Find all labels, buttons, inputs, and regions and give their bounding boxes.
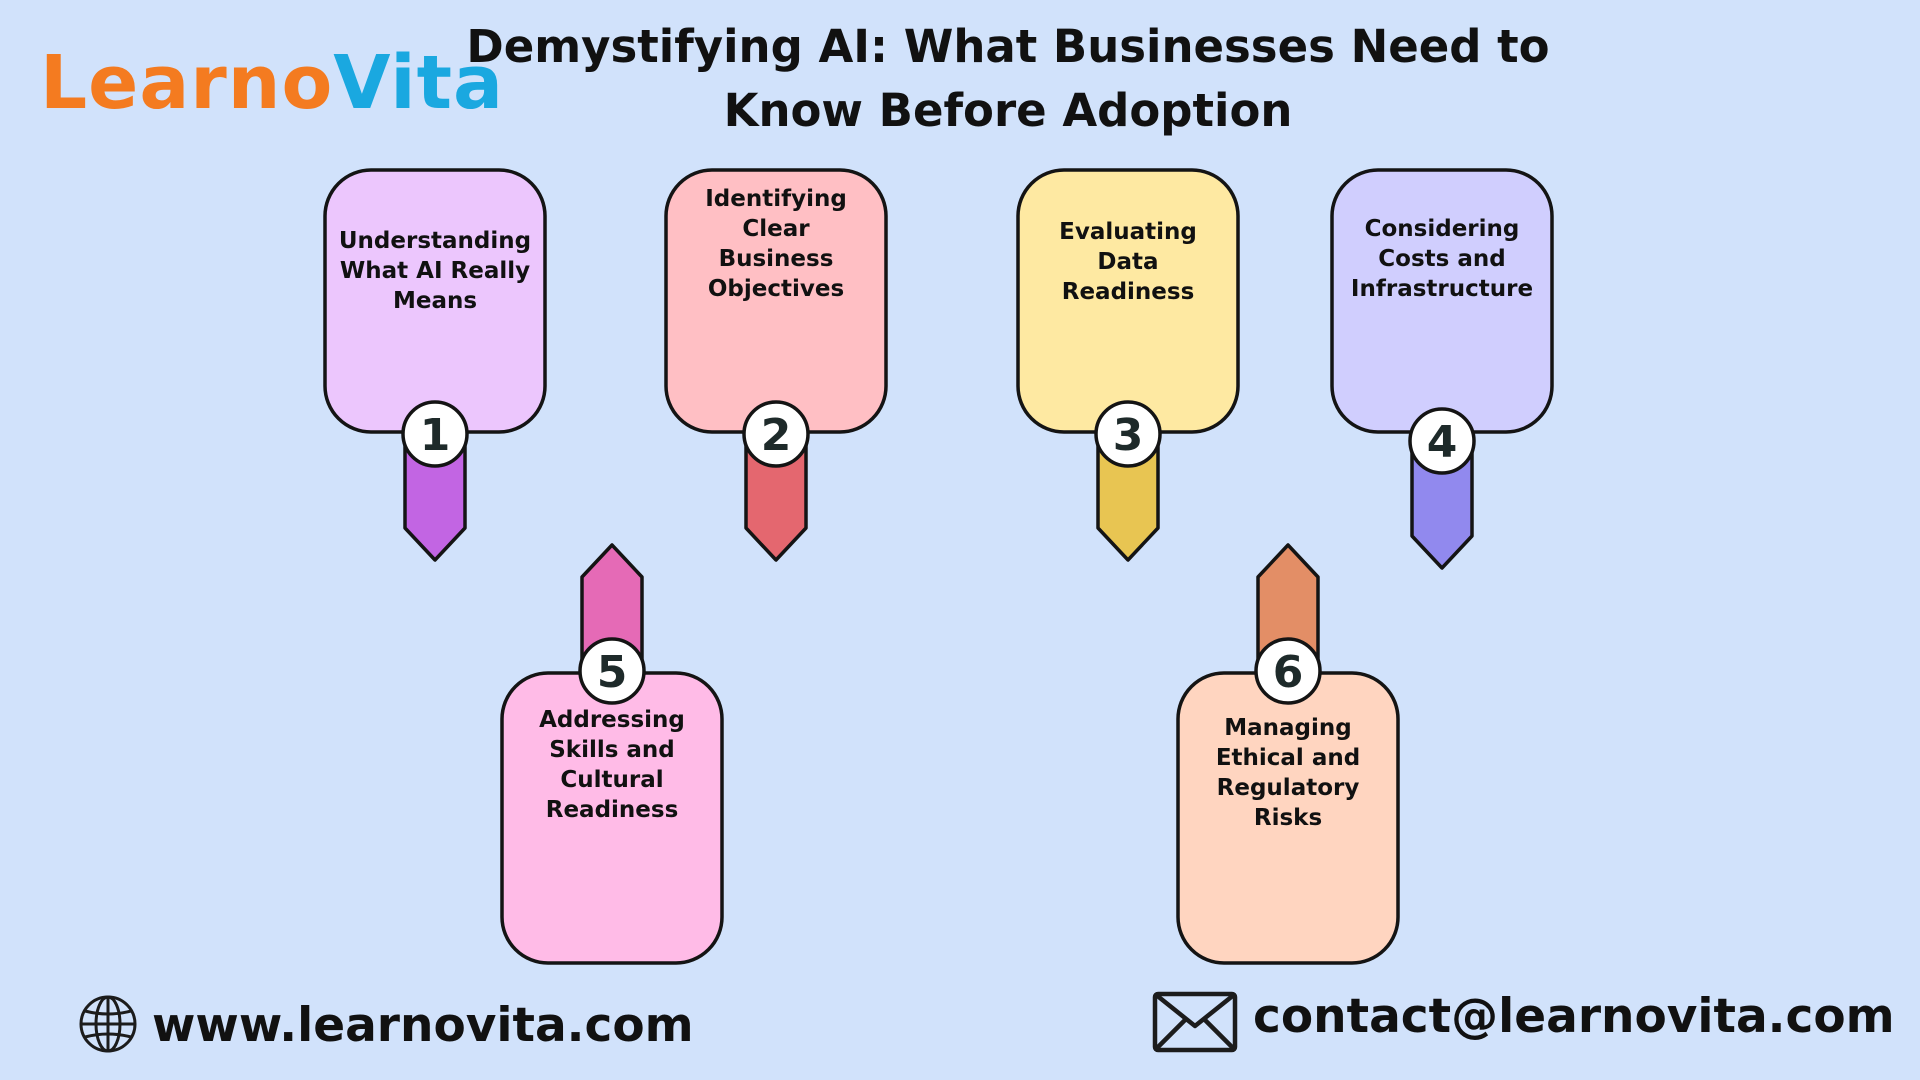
step-label-line: Clear bbox=[742, 216, 810, 242]
step-label-line: Identifying bbox=[705, 186, 847, 212]
step-label-line: What AI Really bbox=[340, 258, 530, 284]
step-label-line: Evaluating bbox=[1059, 219, 1197, 245]
step-number: 6 bbox=[1273, 647, 1304, 698]
step-number: 1 bbox=[420, 410, 451, 461]
page-title: Demystifying AI: What Businesses Need to… bbox=[466, 20, 1549, 137]
learnovita-logo: LearnoVita bbox=[40, 40, 504, 126]
website-link[interactable]: www.learnovita.com bbox=[152, 998, 694, 1053]
step-label-line: Understanding bbox=[339, 228, 531, 254]
logo-text-learno: Learno bbox=[40, 40, 333, 126]
envelope-icon bbox=[1152, 991, 1238, 1053]
globe-icon bbox=[79, 995, 137, 1053]
step-label-line: Objectives bbox=[708, 276, 844, 302]
step-label-line: Regulatory bbox=[1217, 775, 1360, 801]
step-label-line: Ethical and bbox=[1216, 745, 1360, 771]
email-link[interactable]: contact@learnovita.com bbox=[1253, 989, 1895, 1044]
step-label-line: Skills and bbox=[549, 737, 675, 763]
svg-text:LearnoVita: LearnoVita bbox=[40, 40, 504, 126]
step-label-line: Costs and bbox=[1378, 246, 1505, 272]
step-label-line: Managing bbox=[1224, 715, 1352, 741]
step-label-line: Addressing bbox=[539, 707, 685, 733]
step-label-line: Infrastructure bbox=[1351, 276, 1533, 302]
footer-email[interactable]: contact@learnovita.com bbox=[1152, 989, 1895, 1053]
step-number-badge bbox=[1254, 637, 1322, 705]
step-label-line: Data bbox=[1097, 249, 1158, 275]
step-label-line: Means bbox=[393, 288, 477, 314]
title-line-2: Know Before Adoption bbox=[724, 84, 1293, 137]
step-label-line: Risks bbox=[1254, 805, 1322, 831]
step-number: 5 bbox=[597, 647, 628, 698]
step-number: 3 bbox=[1113, 410, 1144, 461]
step-number-badge bbox=[1408, 407, 1476, 475]
title-line-1: Demystifying AI: What Businesses Need to bbox=[466, 20, 1549, 73]
step-number: 2 bbox=[761, 410, 792, 461]
step-label-line: Business bbox=[719, 246, 834, 272]
step-number-badge bbox=[742, 400, 810, 468]
step-label-line: Cultural bbox=[560, 767, 663, 793]
logo-text-vita: Vita bbox=[333, 40, 504, 126]
step-number: 4 bbox=[1427, 417, 1458, 468]
step-label-line: Considering bbox=[1365, 216, 1520, 242]
step-number-badge bbox=[1094, 400, 1162, 468]
step-number-badge bbox=[401, 400, 469, 468]
step-label-line: Readiness bbox=[546, 797, 679, 823]
footer-website[interactable]: www.learnovita.com bbox=[79, 995, 694, 1053]
step-number-badge bbox=[578, 637, 646, 705]
step-label-line: Readiness bbox=[1062, 279, 1195, 305]
